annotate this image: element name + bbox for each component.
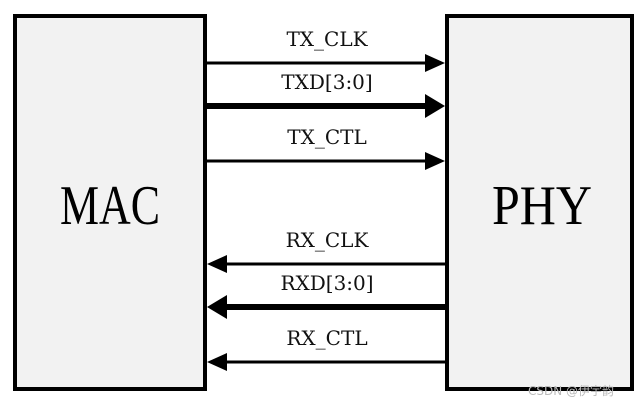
signal-label: TX_CTL xyxy=(287,125,367,149)
signal-label: RX_CLK xyxy=(286,228,370,252)
phy-block xyxy=(445,14,634,391)
arrowhead-icon xyxy=(207,255,227,273)
arrowhead-icon xyxy=(425,152,445,170)
signal-label: TXD[3:0] xyxy=(281,70,372,94)
signal-label: RX_CTL xyxy=(286,326,367,350)
phy-label: PHY xyxy=(492,175,592,237)
watermark: CSDN @伊宇韵 xyxy=(528,383,614,398)
signal-label: TX_CLK xyxy=(286,27,368,51)
mac-label: MAC xyxy=(60,175,160,237)
mac-block xyxy=(13,14,207,391)
signal-label: RXD[3:0] xyxy=(280,271,373,295)
arrowhead-icon xyxy=(425,94,445,118)
arrowhead-icon xyxy=(207,295,227,319)
arrowhead-icon xyxy=(207,353,227,371)
arrowhead-icon xyxy=(425,54,445,72)
